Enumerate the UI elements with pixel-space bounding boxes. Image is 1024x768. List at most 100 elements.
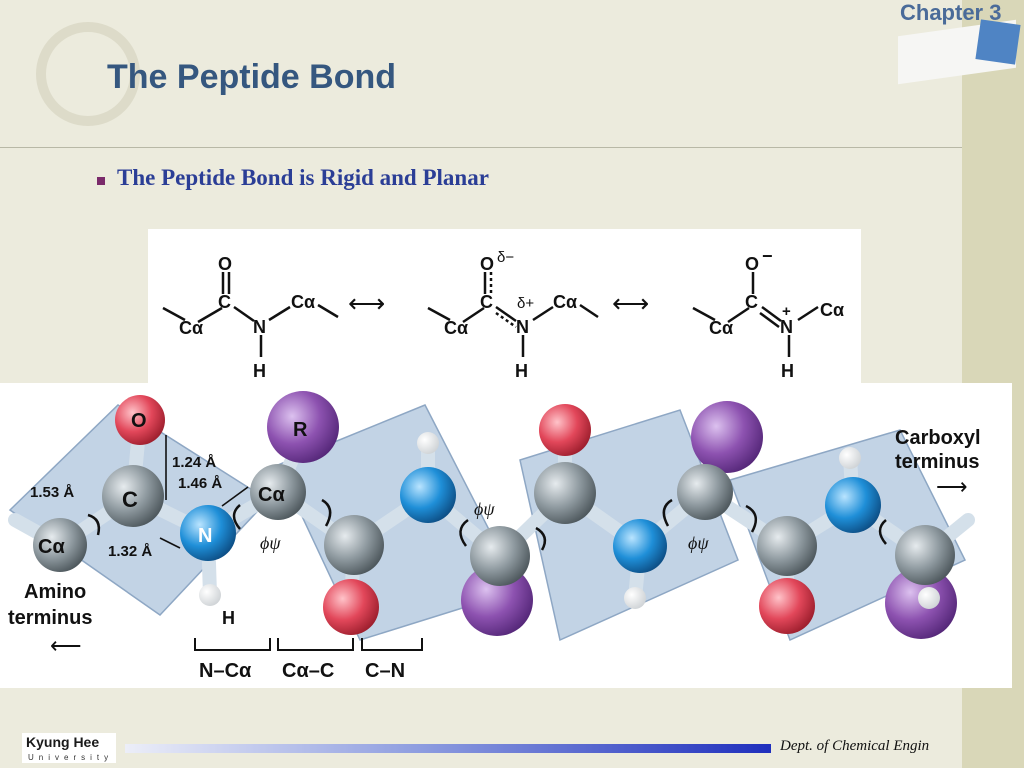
atom-calpha-4 [677,464,733,520]
bracket-calpha-c [277,638,354,651]
label-calpha-left: Cα [38,536,65,558]
resonance-structure-2 [427,272,599,357]
label-hydrogen: H [222,608,235,628]
atom-hydrogen-1 [199,584,221,606]
atom-hydrogen-5 [918,587,940,609]
bond-length-153: 1.53 Å [30,484,74,501]
bullet-text: The Peptide Bond is Rigid and Planar [117,165,489,190]
res2-nitrogen: N [516,317,529,337]
atom-carbon-4 [757,516,817,576]
rotation-arrow-1 [87,513,101,536]
res2-delta-plus: δ+ [517,295,534,312]
res3-carbon: C [745,292,758,312]
carboxyl-label-1: Carboxyl [895,427,981,449]
atom-nitrogen-4 [825,477,881,533]
rotation-arrows [87,498,887,551]
atom-calpha-1 [33,518,87,572]
res1-carbon: C [218,292,231,312]
res2-carbon: C [480,292,493,312]
atoms [33,391,957,639]
logo-main-text: Kyung Hee [26,734,100,750]
res3-nitrogen-charge: + [782,303,791,320]
rotation-arrow-4 [459,518,469,547]
res2-oxygen: O [480,254,494,274]
footer-department: Dept. of Chemical Engin [780,738,930,754]
phi-psi-3: ϕψ [688,533,709,553]
atom-nitrogen-1 [180,505,236,561]
logo-sub-text: University [28,753,114,762]
chapter-label: Chapter 3 [900,0,1002,25]
bond-length-132: 1.32 Å [108,543,152,560]
footer-gradient-bar [125,744,771,753]
atom-hydrogen-3 [624,587,646,609]
res2-calpha-left: Cα [444,318,468,338]
atom-oxygen-1 [115,395,165,445]
bond-length-146: 1.46 Å [178,475,222,492]
res1-calpha-right: Cα [291,292,315,312]
res2-hydrogen: H [515,361,528,381]
amino-label-1: Amino [24,581,86,603]
carboxyl-label-2: terminus [895,451,979,473]
amino-label-2: terminus [8,607,92,629]
bullet-square-icon [97,177,105,185]
atom-carbon-3 [534,462,596,524]
res3-nitrogen: N [780,317,793,337]
atom-carbon-2 [324,515,384,575]
rotation-arrow-8 [878,519,887,545]
phi-psi-2: ϕψ [474,499,495,519]
rotation-arrow-3 [321,498,332,527]
resonance-figure-panel [148,229,861,385]
atom-nitrogen-3 [613,519,667,573]
slide-title: The Peptide Bond [107,58,396,96]
bracket-n-calpha [194,638,271,651]
atom-calpha-3 [470,526,530,586]
label-oxygen: O [131,410,147,432]
resonance-structure-3 [692,272,819,357]
atom-oxygen-3 [539,404,591,456]
bond-length-lines [159,435,249,549]
atom-carbon-1 [102,465,164,527]
atom-oxygen-4 [759,578,815,634]
rotation-arrow-2 [232,504,241,530]
bracket-c-n [361,638,423,651]
phi-psi-1: ϕψ [260,533,281,553]
res2-delta-minus: δ− [497,249,514,266]
bracket-label-n-calpha: N–Cα [199,660,252,682]
res3-calpha-left: Cα [709,318,733,338]
res3-calpha-right: Cα [820,300,844,320]
carboxyl-arrow-icon: ⟶ [936,474,968,499]
arrow-watermark-icon [36,22,140,126]
res3-oxygen: O [745,254,759,274]
label-r-group: R [293,419,308,441]
resonance-arrow-1: ⟷ [348,288,385,318]
atom-r-group-1 [267,391,339,463]
rotation-arrow-5 [535,526,547,551]
rotation-arrow-7 [745,504,758,533]
atom-calpha-2 [250,464,306,520]
amino-arrow-icon: ⟵ [50,633,82,658]
res1-calpha-left: Cα [179,318,203,338]
res3-oxygen-charge: − [762,246,773,266]
atom-nitrogen-2 [400,467,456,523]
res1-nitrogen: N [253,317,266,337]
res2-calpha-right: Cα [553,292,577,312]
atom-oxygen-2 [323,579,379,635]
label-nitrogen: N [198,525,212,547]
res1-oxygen: O [218,254,232,274]
label-carbon: C [122,487,138,512]
bracket-label-c-n: C–N [365,660,405,682]
university-logo [22,733,116,763]
res1-hydrogen: H [253,361,266,381]
res3-hydrogen: H [781,361,794,381]
bracket-label-calpha-c: Cα–C [282,660,334,682]
atom-hydrogen-4 [839,447,861,469]
atom-hydrogen-2 [417,432,439,454]
title-divider [0,147,962,148]
atom-r-group-2 [461,564,533,636]
bond-length-124: 1.24 Å [172,454,216,471]
rotation-arrow-6 [662,498,673,527]
label-calpha-mid: Cα [258,484,285,506]
atom-calpha-5 [895,525,955,585]
resonance-structure-1 [162,272,339,357]
